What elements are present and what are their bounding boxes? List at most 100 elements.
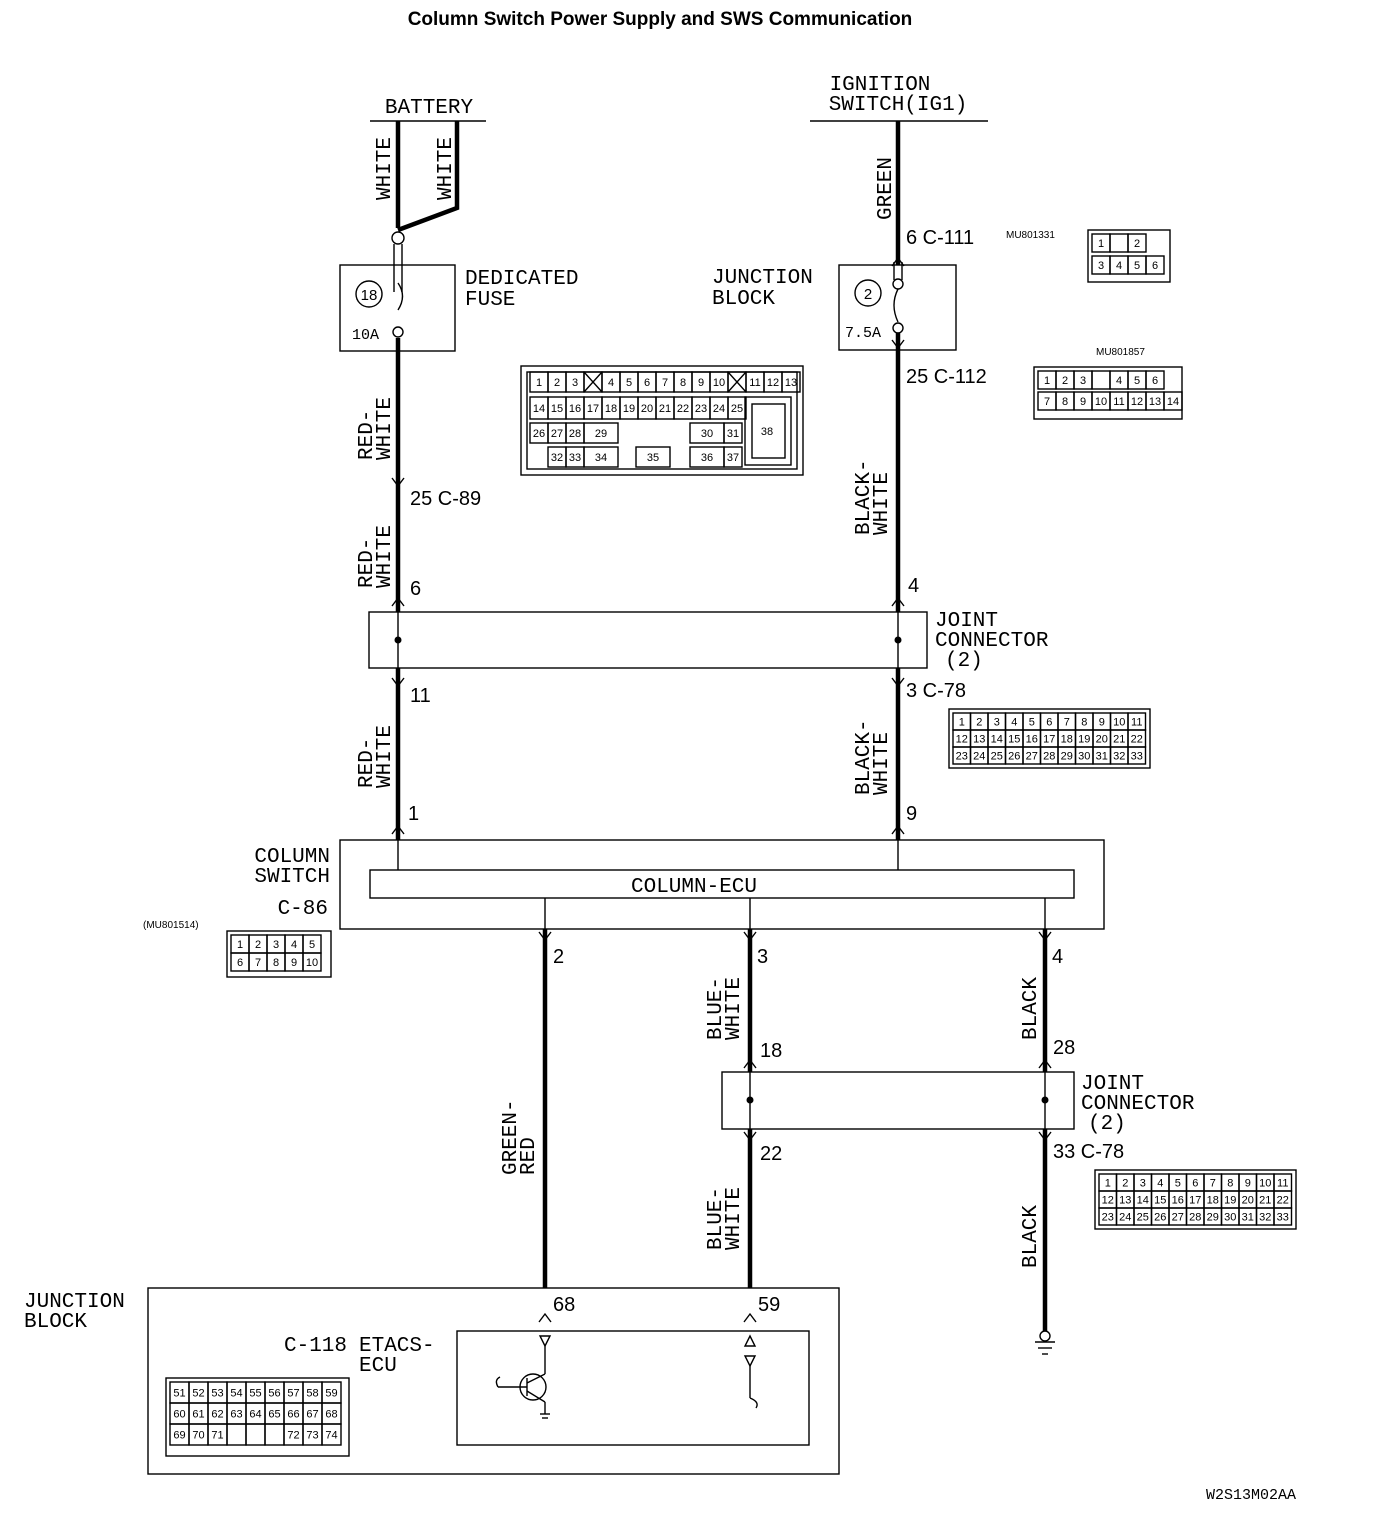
connector-pin-number: 54 <box>230 1388 242 1400</box>
wire-color-blue-1: BLUE- <box>705 977 728 1040</box>
connector-pin-number: 26 <box>1008 751 1020 763</box>
connector-pin-number: 16 <box>1026 734 1038 746</box>
connector-pin-number: 58 <box>306 1388 318 1400</box>
connector-pin-number: 28 <box>569 428 581 440</box>
connector-pin-number: 17 <box>587 403 599 415</box>
pin-59: 59 <box>758 1294 780 1316</box>
connector-pin-number: 56 <box>268 1388 280 1400</box>
battery-wire-b <box>397 121 460 233</box>
connector-pin-number: 8 <box>1227 1178 1233 1190</box>
connector-pin-number: 31 <box>727 428 739 440</box>
wire-color-black-2: BLACK- <box>853 719 876 795</box>
connector-pin-number: 34 <box>595 452 607 464</box>
connector-c112-label: 25 C-112 <box>906 366 987 388</box>
pin-9: 9 <box>906 803 917 825</box>
connector-pin-number: 71 <box>211 1430 223 1442</box>
ground-icon <box>1035 1330 1055 1355</box>
column-ecu-box <box>369 869 1075 899</box>
connector-pin-number: 12 <box>956 734 968 746</box>
connector-pin-number: 18 <box>1061 734 1073 746</box>
connector-pin-number: 5 <box>1175 1178 1181 1190</box>
terminal-arrow <box>391 677 405 688</box>
connector-pin-number: 38 <box>761 426 773 438</box>
connector-pin-number: 22 <box>1277 1195 1289 1207</box>
connector-mu801331-label: MU801331 <box>1006 230 1055 241</box>
connector-pin-number: 5 <box>309 939 315 951</box>
connector-pin-number: 10 <box>1095 396 1107 408</box>
connector-pin-number: 30 <box>1078 751 1090 763</box>
dedicated-fuse-rating: 10A <box>352 327 379 344</box>
splice-point <box>391 231 405 245</box>
joint-dot <box>746 1096 754 1104</box>
diagram-title: Column Switch Power Supply and SWS Commu… <box>408 9 913 30</box>
connector-pin-cell <box>1127 746 1147 765</box>
joint-upper-label-2: CONNECTOR <box>935 630 1049 653</box>
connector-pin-number: 6 <box>1046 717 1052 729</box>
connector-pin-number: 4 <box>1116 375 1122 387</box>
diagram-code: W2S13M02AA <box>1206 1487 1296 1504</box>
terminal-arrow <box>743 1312 757 1323</box>
connector-pin-number: 31 <box>1096 751 1108 763</box>
connector-pin-cell <box>723 422 743 444</box>
connector-pin-number: 23 <box>956 751 968 763</box>
etacs-label-1: ETACS- <box>359 1335 435 1358</box>
connector-pin-number: 4 <box>291 939 297 951</box>
terminal-arrow <box>391 477 405 488</box>
connector-pin-number: 3 <box>1080 375 1086 387</box>
connector-mu801514-label: (MU801514) <box>143 920 199 931</box>
connector-pin-number: 9 <box>1245 1178 1251 1190</box>
pin-18: 18 <box>760 1040 782 1062</box>
connector-pin-number: 2 <box>976 717 982 729</box>
connector-pin-number: 3 <box>572 377 578 389</box>
connector-pin-number: 9 <box>291 957 297 969</box>
wire-color-white-5: WHITE <box>871 732 894 795</box>
connector-pin-number: 14 <box>991 734 1003 746</box>
connector-pin-cell <box>321 1423 342 1446</box>
connector-pin-number: 23 <box>695 403 707 415</box>
connector-pin-number: 4 <box>1116 260 1122 272</box>
connector-pin-number: 5 <box>1029 717 1035 729</box>
connector-pin-number: 6 <box>1152 260 1158 272</box>
wire-terminal-arrows <box>391 256 1052 1323</box>
connector-pin-number: 72 <box>287 1430 299 1442</box>
joint-dot <box>894 636 902 644</box>
connector-pin-number: 11 <box>1277 1178 1288 1190</box>
connector-pin-number: 1 <box>536 377 542 389</box>
connector-pin-number: 32 <box>1259 1212 1271 1224</box>
connector-pin-number: 21 <box>1259 1195 1271 1207</box>
connector-pin-number: 69 <box>173 1430 185 1442</box>
connector-pin-number: 10 <box>1259 1178 1271 1190</box>
connector-pin-number: 2 <box>255 939 261 951</box>
connector-pin-number: 3 <box>1098 260 1104 272</box>
pin-6: 6 <box>410 578 421 600</box>
terminal-arrow <box>391 824 405 835</box>
junction-block-label-1: JUNCTION <box>24 1291 125 1314</box>
connector-pin-number: 1 <box>959 717 965 729</box>
jb-fuse-number-circle <box>854 279 882 307</box>
joint-connector-upper <box>368 611 928 669</box>
connector-pin-number: 21 <box>659 403 671 415</box>
connector-pin-cell <box>1163 391 1183 411</box>
connector-pin-number: 2 <box>554 377 560 389</box>
connector-pin-number: 55 <box>249 1388 261 1400</box>
wire-color-red-2: RED- <box>356 538 379 588</box>
communication-terminal-icon <box>743 1334 758 1409</box>
jb-fuse-element <box>893 288 899 323</box>
connector-pin-number: 10 <box>306 957 318 969</box>
wire-color-black-3: BLACK <box>1020 977 1043 1040</box>
connector-pin-cell <box>727 396 747 420</box>
pin-4b: 4 <box>1052 946 1063 968</box>
joint-dot <box>394 636 402 644</box>
connector-pin-number: 5 <box>1134 375 1140 387</box>
connector-pin-number: 29 <box>1061 751 1073 763</box>
pin-28: 28 <box>1053 1037 1075 1059</box>
connector-pin-number: 6 <box>237 957 243 969</box>
connector-pin-number: 9 <box>1080 396 1086 408</box>
connector-pin-number: 4 <box>1011 717 1017 729</box>
terminal-arrow <box>891 824 905 835</box>
connector-pin-cell <box>1127 233 1147 253</box>
connector-pin-number: 25 <box>1137 1212 1149 1224</box>
connector-pin-number: 57 <box>287 1388 299 1400</box>
